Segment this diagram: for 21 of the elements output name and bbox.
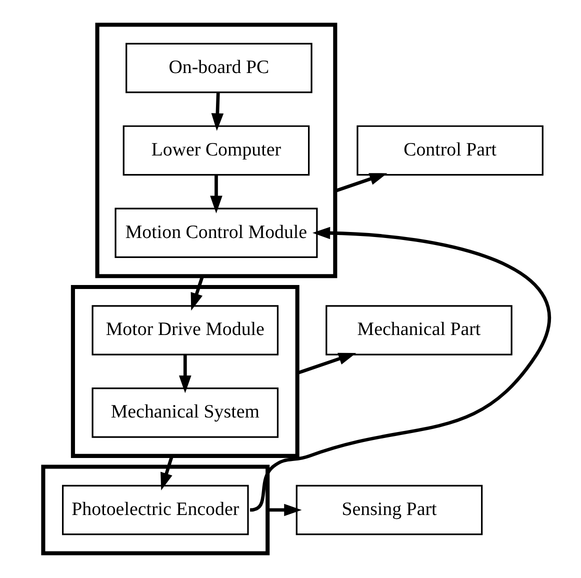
cluster (70, 284, 299, 458)
node-box: On-board PC (125, 42, 312, 94)
node-box: Control Part (356, 125, 543, 176)
cluster (94, 22, 337, 278)
arrow (190, 276, 204, 311)
node-box: Photoelectric Encoder (62, 484, 248, 536)
node-box: Mechanical System (91, 388, 278, 438)
arrow (160, 455, 174, 490)
arrow (210, 174, 222, 214)
cluster (40, 464, 270, 556)
node-box: Mechanical Part (325, 305, 512, 356)
arrow (210, 92, 224, 131)
node-box: Lower Computer (122, 125, 310, 176)
node-box: Motion Control Module (114, 208, 318, 258)
arrow (267, 504, 302, 516)
arrow (249, 226, 550, 512)
node-box: Sensing Part (295, 484, 482, 536)
node-box: Motor Drive Module (91, 305, 278, 356)
arrow (296, 352, 356, 375)
arrow (334, 173, 387, 193)
arrow (178, 354, 191, 394)
